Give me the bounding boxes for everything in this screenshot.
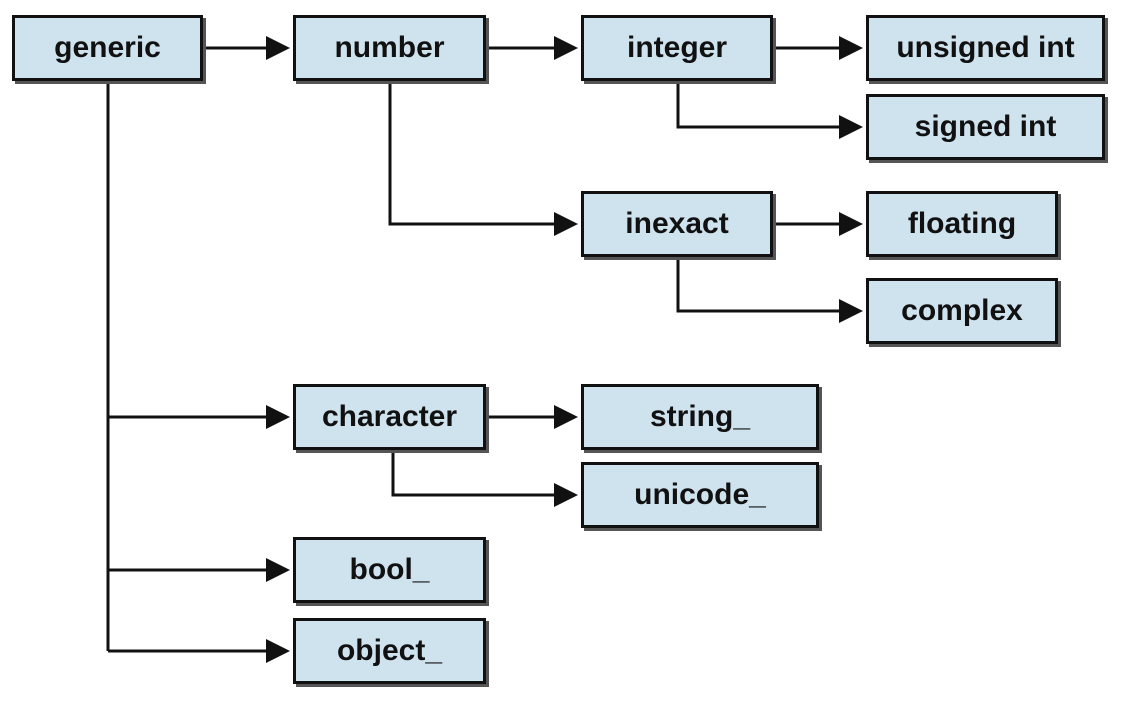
node-integer: integer <box>581 15 773 81</box>
node-object: object_ <box>293 618 486 684</box>
node-inexact: inexact <box>581 191 773 257</box>
arrowhead <box>266 639 290 663</box>
arrowhead <box>266 36 290 60</box>
arrowhead <box>839 212 863 236</box>
arrowhead <box>839 115 863 139</box>
node-bool: bool_ <box>293 537 486 603</box>
node-string: string_ <box>581 384 819 450</box>
arrowhead <box>839 299 863 323</box>
edge-number-inexact <box>388 80 558 226</box>
node-signed-int: signed int <box>866 94 1105 160</box>
arrowhead <box>554 483 578 507</box>
arrowhead <box>554 405 578 429</box>
node-unicode: unicode_ <box>581 462 819 528</box>
edge-inexact-complex <box>676 256 843 313</box>
node-floating: floating <box>866 191 1058 257</box>
edge-character-unicode <box>391 449 558 497</box>
node-complex: complex <box>866 278 1058 344</box>
edge-integer-signed-int <box>676 80 843 129</box>
arrowhead <box>554 212 578 236</box>
arrowhead <box>266 405 290 429</box>
arrowhead <box>266 558 290 582</box>
node-character: character <box>293 384 486 450</box>
arrowhead <box>839 36 863 60</box>
node-number: number <box>293 15 486 81</box>
node-unsigned-int: unsigned int <box>866 15 1105 81</box>
node-generic: generic <box>12 15 203 81</box>
arrowhead <box>554 36 578 60</box>
